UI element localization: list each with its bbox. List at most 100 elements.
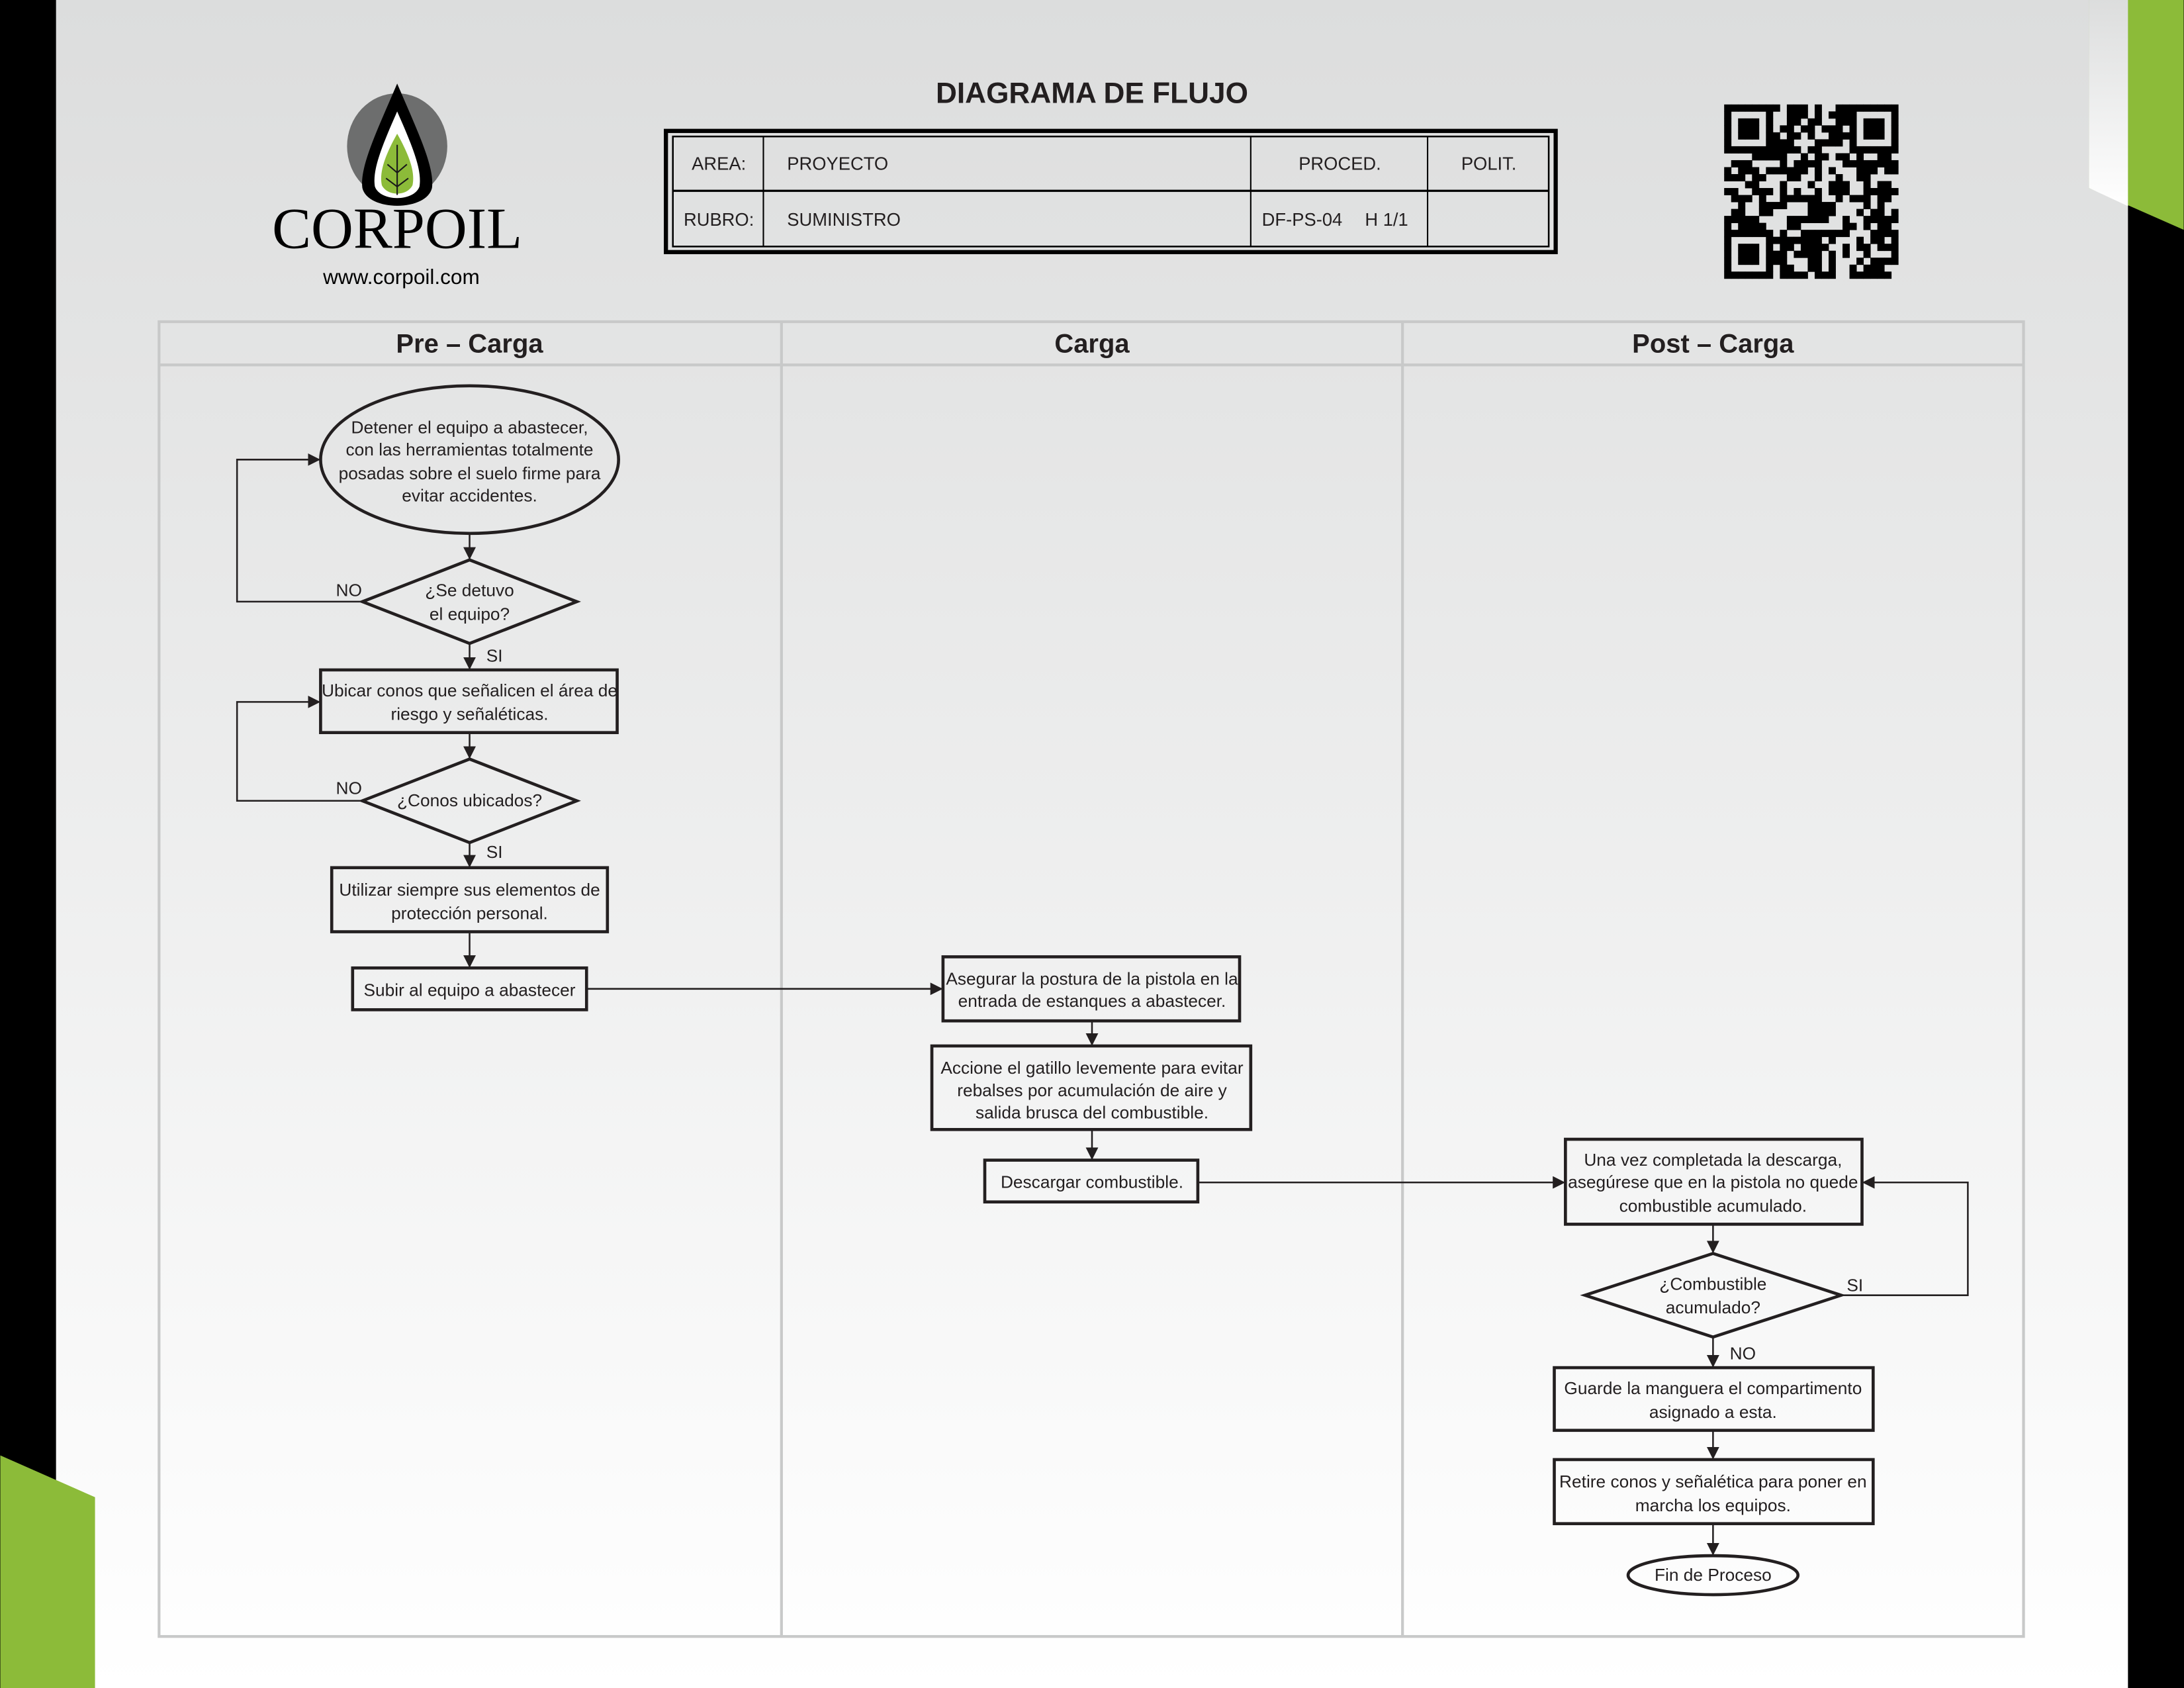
qr-module [1856, 258, 1864, 265]
qr-module [1745, 181, 1752, 189]
qr-module [1877, 181, 1885, 189]
qr-module [1800, 236, 1808, 244]
qr-module [1843, 250, 1850, 258]
qr-module [1766, 139, 1774, 147]
qr-module [1724, 173, 1732, 181]
qr-module [1884, 222, 1892, 230]
qr-module [1780, 167, 1788, 175]
qr-module [1891, 188, 1899, 195]
qr-module [1807, 202, 1815, 210]
swimlanes: Pre – Carga Carga Post – Carga [158, 320, 2025, 1638]
qr-module [1828, 236, 1836, 244]
qr-module [1738, 173, 1746, 181]
node-fin-proceso: Fin de Proceso [1626, 1554, 1800, 1597]
qr-module [1738, 146, 1746, 154]
branch-label-no: NO [1730, 1343, 1756, 1363]
qr-module [1807, 125, 1815, 133]
qr-module [1745, 160, 1752, 167]
qr-module [1877, 125, 1885, 133]
qr-module [1766, 264, 1774, 272]
qr-module [1843, 230, 1850, 238]
qr-module [1807, 236, 1815, 244]
qr-module [1884, 258, 1892, 265]
qr-module [1828, 230, 1836, 238]
qr-module [1807, 195, 1815, 203]
node-completada-descarga: Una vez completada la descarga, asegúres… [1564, 1137, 1864, 1226]
qr-module [1738, 222, 1746, 230]
qr-module [1814, 118, 1822, 126]
qr-module [1731, 230, 1739, 238]
qr-module [1800, 244, 1808, 252]
info-table: AREA: PROYECTO PROCED. POLIT. RUBRO: SUM… [664, 128, 1558, 254]
node-text: riesgo y señaléticas. [390, 704, 548, 724]
qr-module [1870, 132, 1878, 140]
website-link[interactable]: www.corpoil.com [322, 265, 480, 289]
qr-module [1800, 167, 1808, 175]
node-text: marcha los equipos. [1635, 1495, 1791, 1515]
qr-module [1835, 230, 1843, 238]
qr-module [1856, 104, 1864, 112]
qr-module [1814, 230, 1822, 238]
qr-module [1814, 216, 1822, 224]
qr-module [1738, 202, 1746, 210]
qr-module [1870, 271, 1878, 279]
qr-module [1786, 167, 1794, 175]
qr-module [1821, 244, 1829, 252]
qr-module [1758, 202, 1766, 210]
qr-module [1863, 216, 1871, 224]
qr-module [1828, 139, 1836, 147]
qr-module [1766, 188, 1774, 195]
node-text: Accione el gatillo levemente para evitar [940, 1058, 1244, 1078]
qr-module [1794, 222, 1801, 230]
qr-module [1863, 104, 1871, 112]
qr-module [1884, 244, 1892, 252]
qr-module [1828, 132, 1836, 140]
qr-module [1758, 195, 1766, 203]
qr-module [1772, 132, 1780, 140]
qr-module [1766, 125, 1774, 133]
qr-module [1863, 125, 1871, 133]
qr-module [1772, 250, 1780, 258]
qr-module [1863, 146, 1871, 154]
qr-module [1807, 216, 1815, 224]
rubro-value: SUMINISTRO [787, 209, 901, 230]
qr-module [1752, 271, 1760, 279]
qr-module [1738, 209, 1746, 216]
qr-module [1731, 209, 1739, 216]
qr-module [1724, 104, 1732, 112]
qr-module [1807, 250, 1815, 258]
qr-module [1870, 258, 1878, 265]
qr-module [1877, 153, 1885, 161]
qr-module [1752, 181, 1760, 189]
qr-module [1794, 250, 1801, 258]
qr-module [1772, 167, 1780, 175]
qr-module [1752, 132, 1760, 140]
qr-module [1807, 181, 1815, 189]
node-subir-equipo: Subir al equipo a abastecer [351, 966, 588, 1011]
node-text: ¿Conos ubicados? [397, 790, 542, 810]
qr-module [1738, 167, 1746, 175]
qr-module [1800, 153, 1808, 161]
qr-module [1821, 216, 1829, 224]
qr-module [1800, 111, 1808, 119]
qr-module [1766, 230, 1774, 238]
qr-module [1794, 271, 1801, 279]
qr-module [1745, 216, 1752, 224]
qr-module [1814, 271, 1822, 279]
qr-module [1745, 104, 1752, 112]
qr-module [1884, 271, 1892, 279]
node-text: entrada de estanques a abastecer. [958, 991, 1226, 1011]
qr-module [1780, 181, 1788, 189]
qr-module [1856, 167, 1864, 175]
qr-module [1891, 230, 1899, 238]
qr-module [1766, 202, 1774, 210]
qr-module [1780, 230, 1788, 238]
qr-module [1870, 125, 1878, 133]
qr-module [1752, 250, 1760, 258]
qr-module [1738, 160, 1746, 167]
qr-module [1891, 111, 1899, 119]
node-text: asignado a esta. [1649, 1402, 1777, 1422]
qr-module [1780, 271, 1788, 279]
qr-module [1891, 258, 1899, 265]
qr-module [1724, 271, 1732, 279]
